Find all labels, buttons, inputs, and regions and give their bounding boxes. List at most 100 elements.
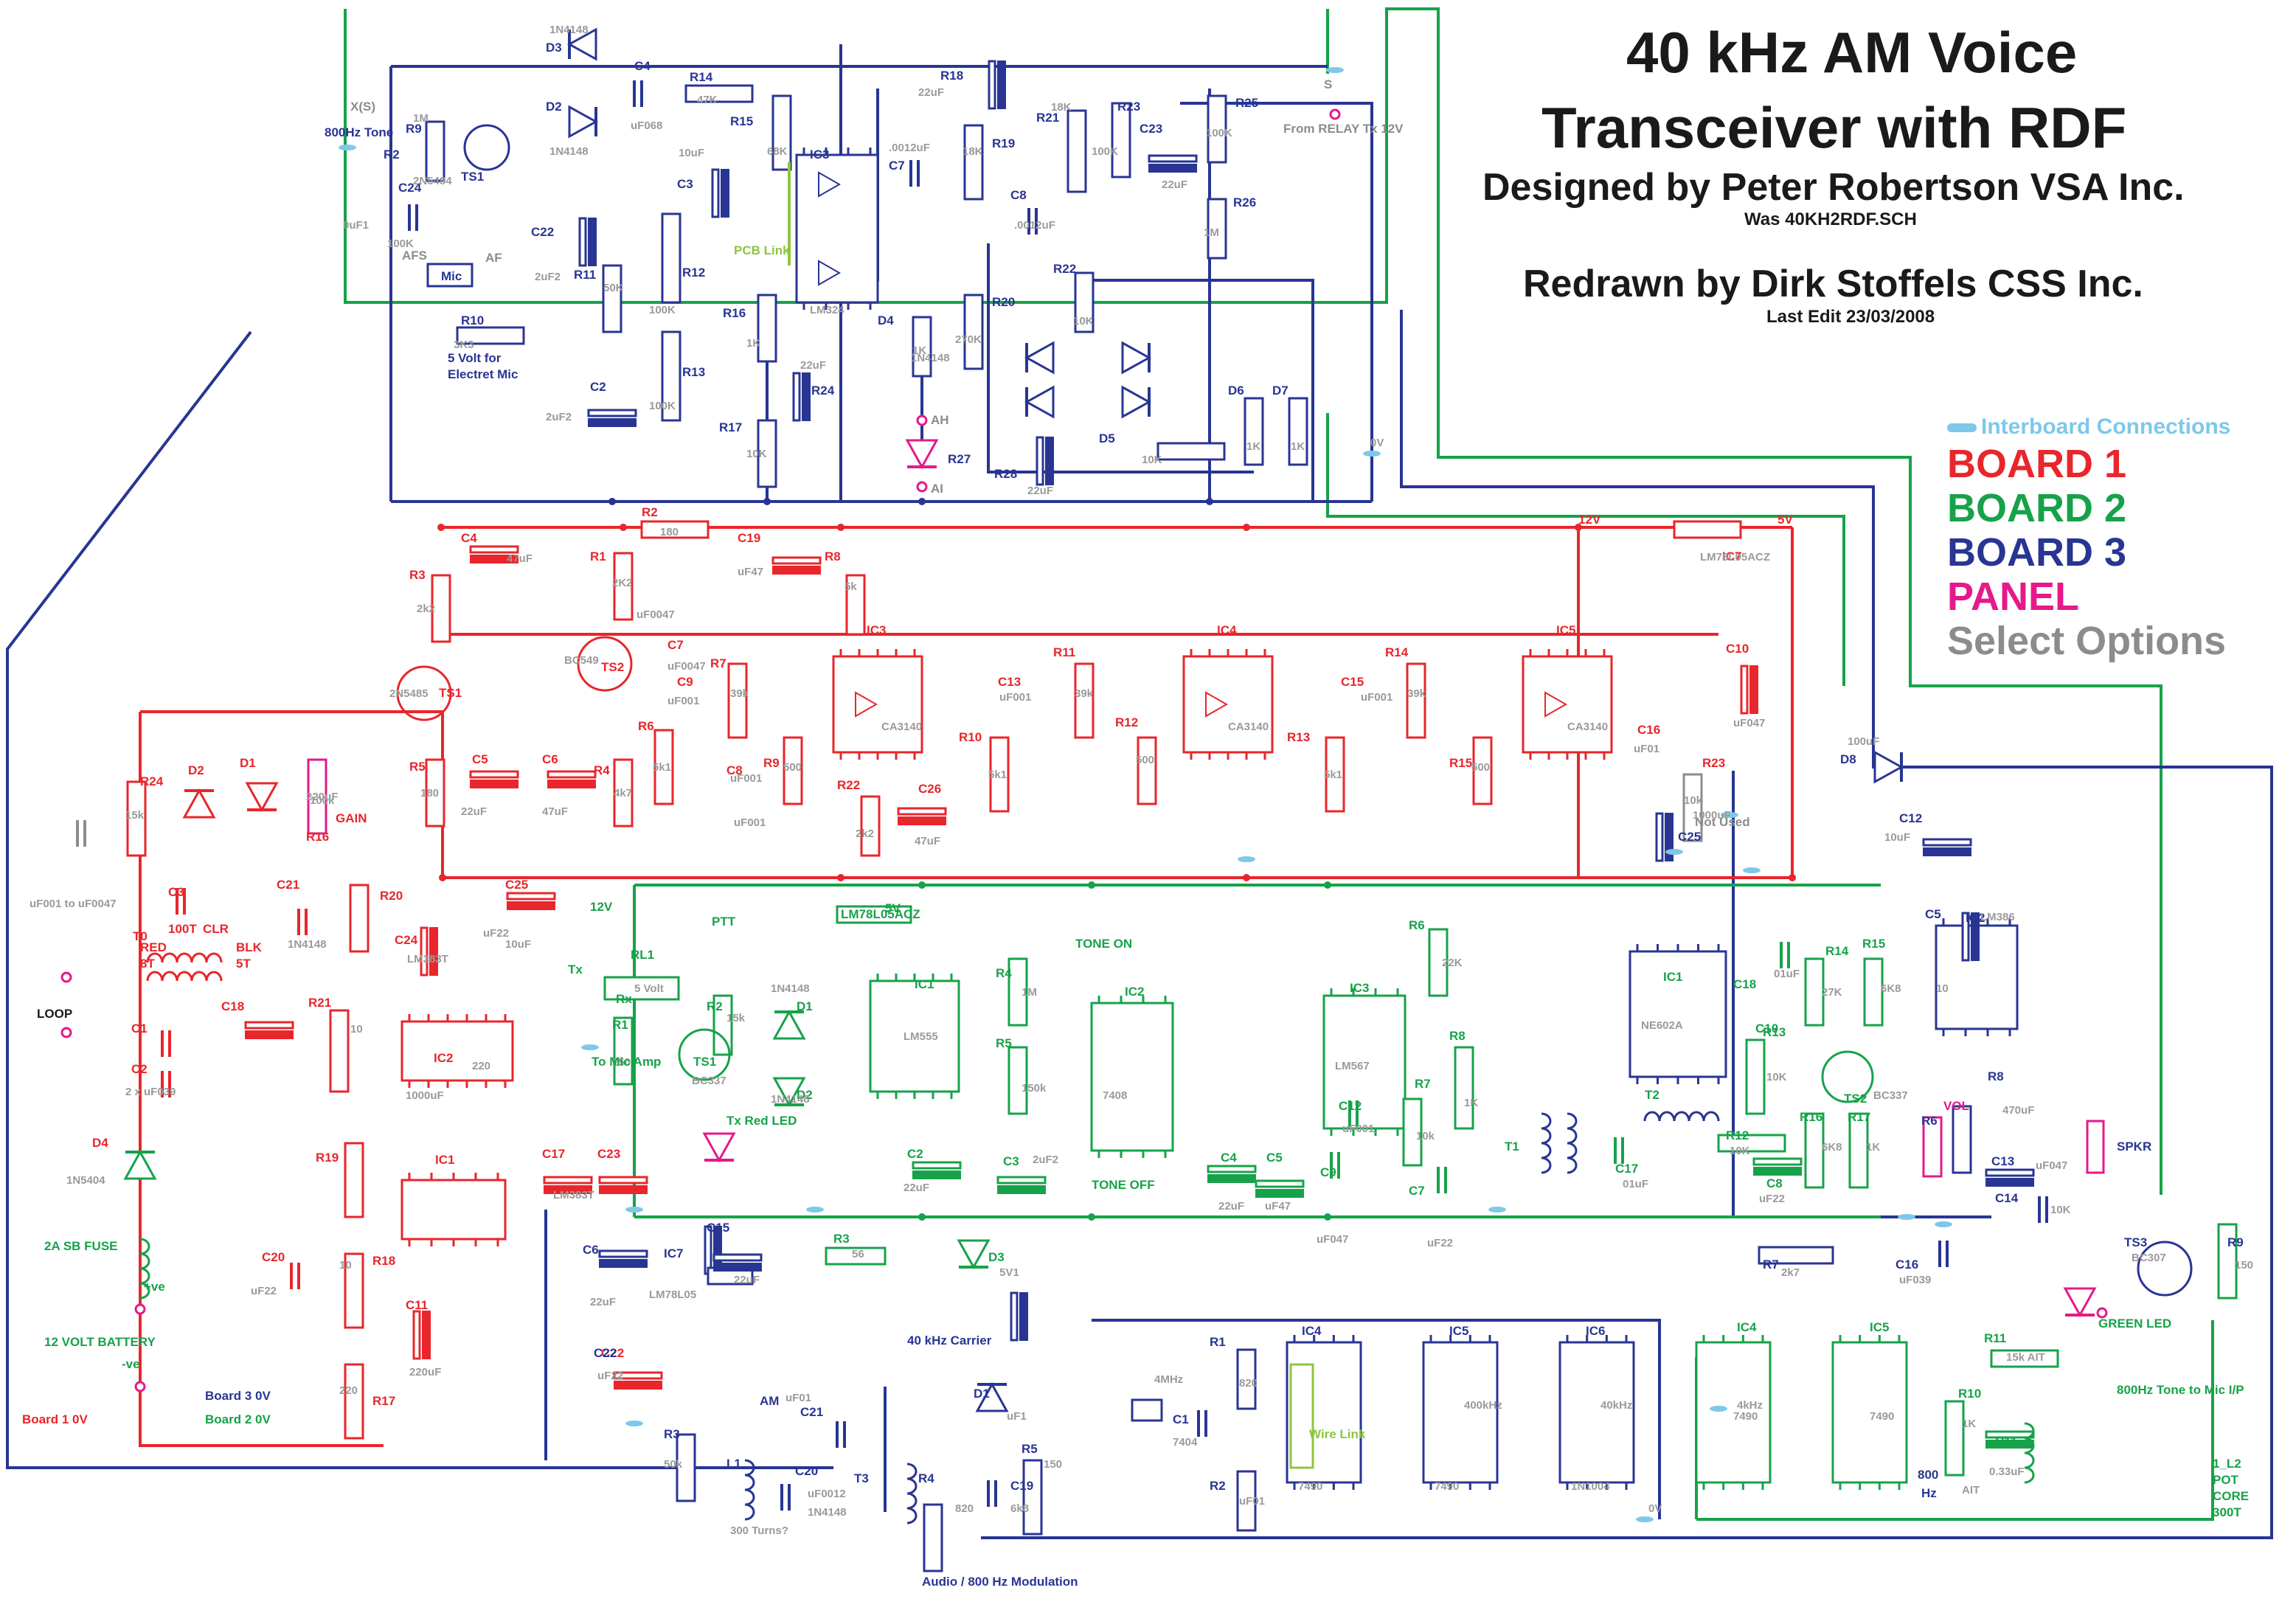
note-label: uF001 to uF0047 — [30, 898, 117, 910]
r7-pot — [1402, 1097, 1423, 1167]
value-label: 2K2 — [612, 577, 633, 589]
value-label: 6k8 — [1010, 1502, 1029, 1515]
c5-capacitor — [1255, 1179, 1305, 1198]
c5-capacitor-plate — [469, 770, 519, 779]
l1-coil — [744, 1459, 755, 1521]
d5-diode-body — [1024, 385, 1055, 419]
ref-label: R21 — [1036, 111, 1059, 125]
r25-resistor — [1207, 94, 1227, 164]
c5-capacitor-b3-plate — [1961, 912, 1970, 962]
c2-capacitor — [587, 409, 637, 427]
r15-resistor — [771, 94, 792, 171]
ref-label: C7 — [889, 159, 905, 173]
t1-transformer-pri — [1541, 1112, 1552, 1174]
note-label: AFS — [402, 249, 427, 263]
interboard-marker-icon — [1947, 423, 1977, 433]
ref-label: C13 — [1991, 1154, 2014, 1168]
ref-label: R14 — [1385, 645, 1409, 659]
c23-capacitor — [598, 1176, 648, 1194]
value-label: 39k — [1075, 687, 1094, 700]
value-label: 22uF — [734, 1274, 760, 1286]
c23-capacitor-plate-neg — [599, 1185, 648, 1194]
c10-capacitor-plate-neg — [1749, 665, 1758, 714]
interboard-marker — [1710, 1406, 1727, 1412]
value-label: 150 — [612, 1056, 631, 1069]
c4-capacitor-plate-neg — [1207, 1174, 1256, 1183]
r6-vol-pot — [1922, 1116, 1943, 1178]
note-label: CLR — [203, 922, 229, 936]
c12-capacitor — [1348, 1100, 1359, 1127]
r1-resistor — [613, 552, 634, 621]
r8-resistor — [1454, 1046, 1474, 1130]
c23-capacitor-plate-neg — [1148, 164, 1197, 173]
junction-dot-b1 — [439, 874, 446, 881]
r12-resistor — [1717, 1134, 1786, 1153]
value-label: uF068 — [631, 119, 662, 132]
r15-resistor — [1863, 957, 1884, 1027]
r11-resistor — [1074, 662, 1095, 739]
c24-capacitor-plate-neg — [429, 927, 438, 976]
c24-capacitor-plate — [420, 926, 429, 977]
note-label: 300T — [2213, 1505, 2241, 1519]
ref-label: C18 — [1733, 977, 1756, 991]
ts1-transistor — [396, 665, 452, 721]
note-label: Wire Link — [1309, 1427, 1366, 1441]
panel-terminal — [60, 971, 72, 983]
ref-label: R17 — [719, 420, 742, 434]
note-label: LM78L05ACZ — [841, 907, 920, 921]
c4-capacitor-plate-neg — [470, 555, 518, 563]
note-label: uF0047 — [637, 608, 675, 621]
r18-resistor — [344, 1252, 364, 1329]
ref-label: C15 — [707, 1221, 729, 1235]
ref-label: R23 — [1117, 100, 1140, 114]
value-label: uF22 — [483, 927, 509, 940]
ref-label: R14 — [690, 70, 713, 84]
c7-capacitor — [1437, 1167, 1447, 1193]
interboard-marker — [625, 1207, 643, 1213]
value-label: 1N4148 — [911, 352, 950, 364]
ref-label: R1 — [1210, 1335, 1226, 1349]
rl1-relay — [603, 976, 680, 1001]
ref-label: C8 — [726, 763, 743, 777]
c11-capacitor-plate-neg — [1045, 437, 1054, 485]
ref-label: D2 — [546, 100, 562, 114]
value-label: 01uF — [1623, 1178, 1648, 1190]
ref-label: R10 — [1958, 1387, 1981, 1401]
panel-terminal — [134, 1303, 146, 1315]
t2-transformer — [1643, 1111, 1720, 1122]
ref-label: C2 — [131, 1062, 148, 1076]
interboard-marker — [1743, 867, 1761, 873]
ref-label: C16 — [1896, 1258, 1918, 1272]
ic1-lm383t — [400, 1173, 507, 1246]
junction-dot-b2 — [1324, 1213, 1331, 1221]
ref-label: C4 — [634, 59, 651, 73]
c15-capacitor-b3 — [712, 1253, 763, 1272]
c5-capacitor-plate-neg — [470, 780, 518, 788]
junction-dot-b2 — [1088, 1213, 1095, 1221]
value-label: uF01 — [1239, 1495, 1265, 1508]
ref-label: C7 — [667, 638, 684, 652]
c6-capacitor-plate-neg — [547, 780, 596, 788]
ref-label: C12 — [1339, 1099, 1362, 1113]
value-label: 0.33uF — [1989, 1466, 2025, 1478]
ref-label: T2 — [1645, 1088, 1659, 1102]
ref-label: R9 — [406, 122, 422, 136]
ref-label: R16 — [1800, 1110, 1822, 1124]
c3-capacitor — [176, 888, 186, 915]
ref-label: C3 — [168, 885, 184, 899]
value-label: 7490 — [1733, 1410, 1758, 1423]
value-label: 7490 — [1870, 1410, 1894, 1423]
wire-b2-divider — [1696, 1320, 2214, 1521]
r5-resistor — [1007, 1046, 1028, 1115]
panel-terminal — [134, 1381, 146, 1392]
legend-board2: BOARD 2 — [1947, 486, 2127, 530]
value-label: CA3140 — [1228, 721, 1269, 733]
value-label: uF039 — [1899, 1274, 1931, 1286]
value-label: .0012uF — [1014, 219, 1055, 232]
value-label: uF0047 — [667, 660, 706, 673]
c6-capacitor-plate — [547, 770, 597, 779]
ref-label: D7 — [1272, 384, 1289, 398]
value-label: LM78L05 — [649, 1288, 696, 1301]
note-label: Board 1 0V — [22, 1412, 88, 1426]
wire-b1-power — [139, 712, 384, 1447]
